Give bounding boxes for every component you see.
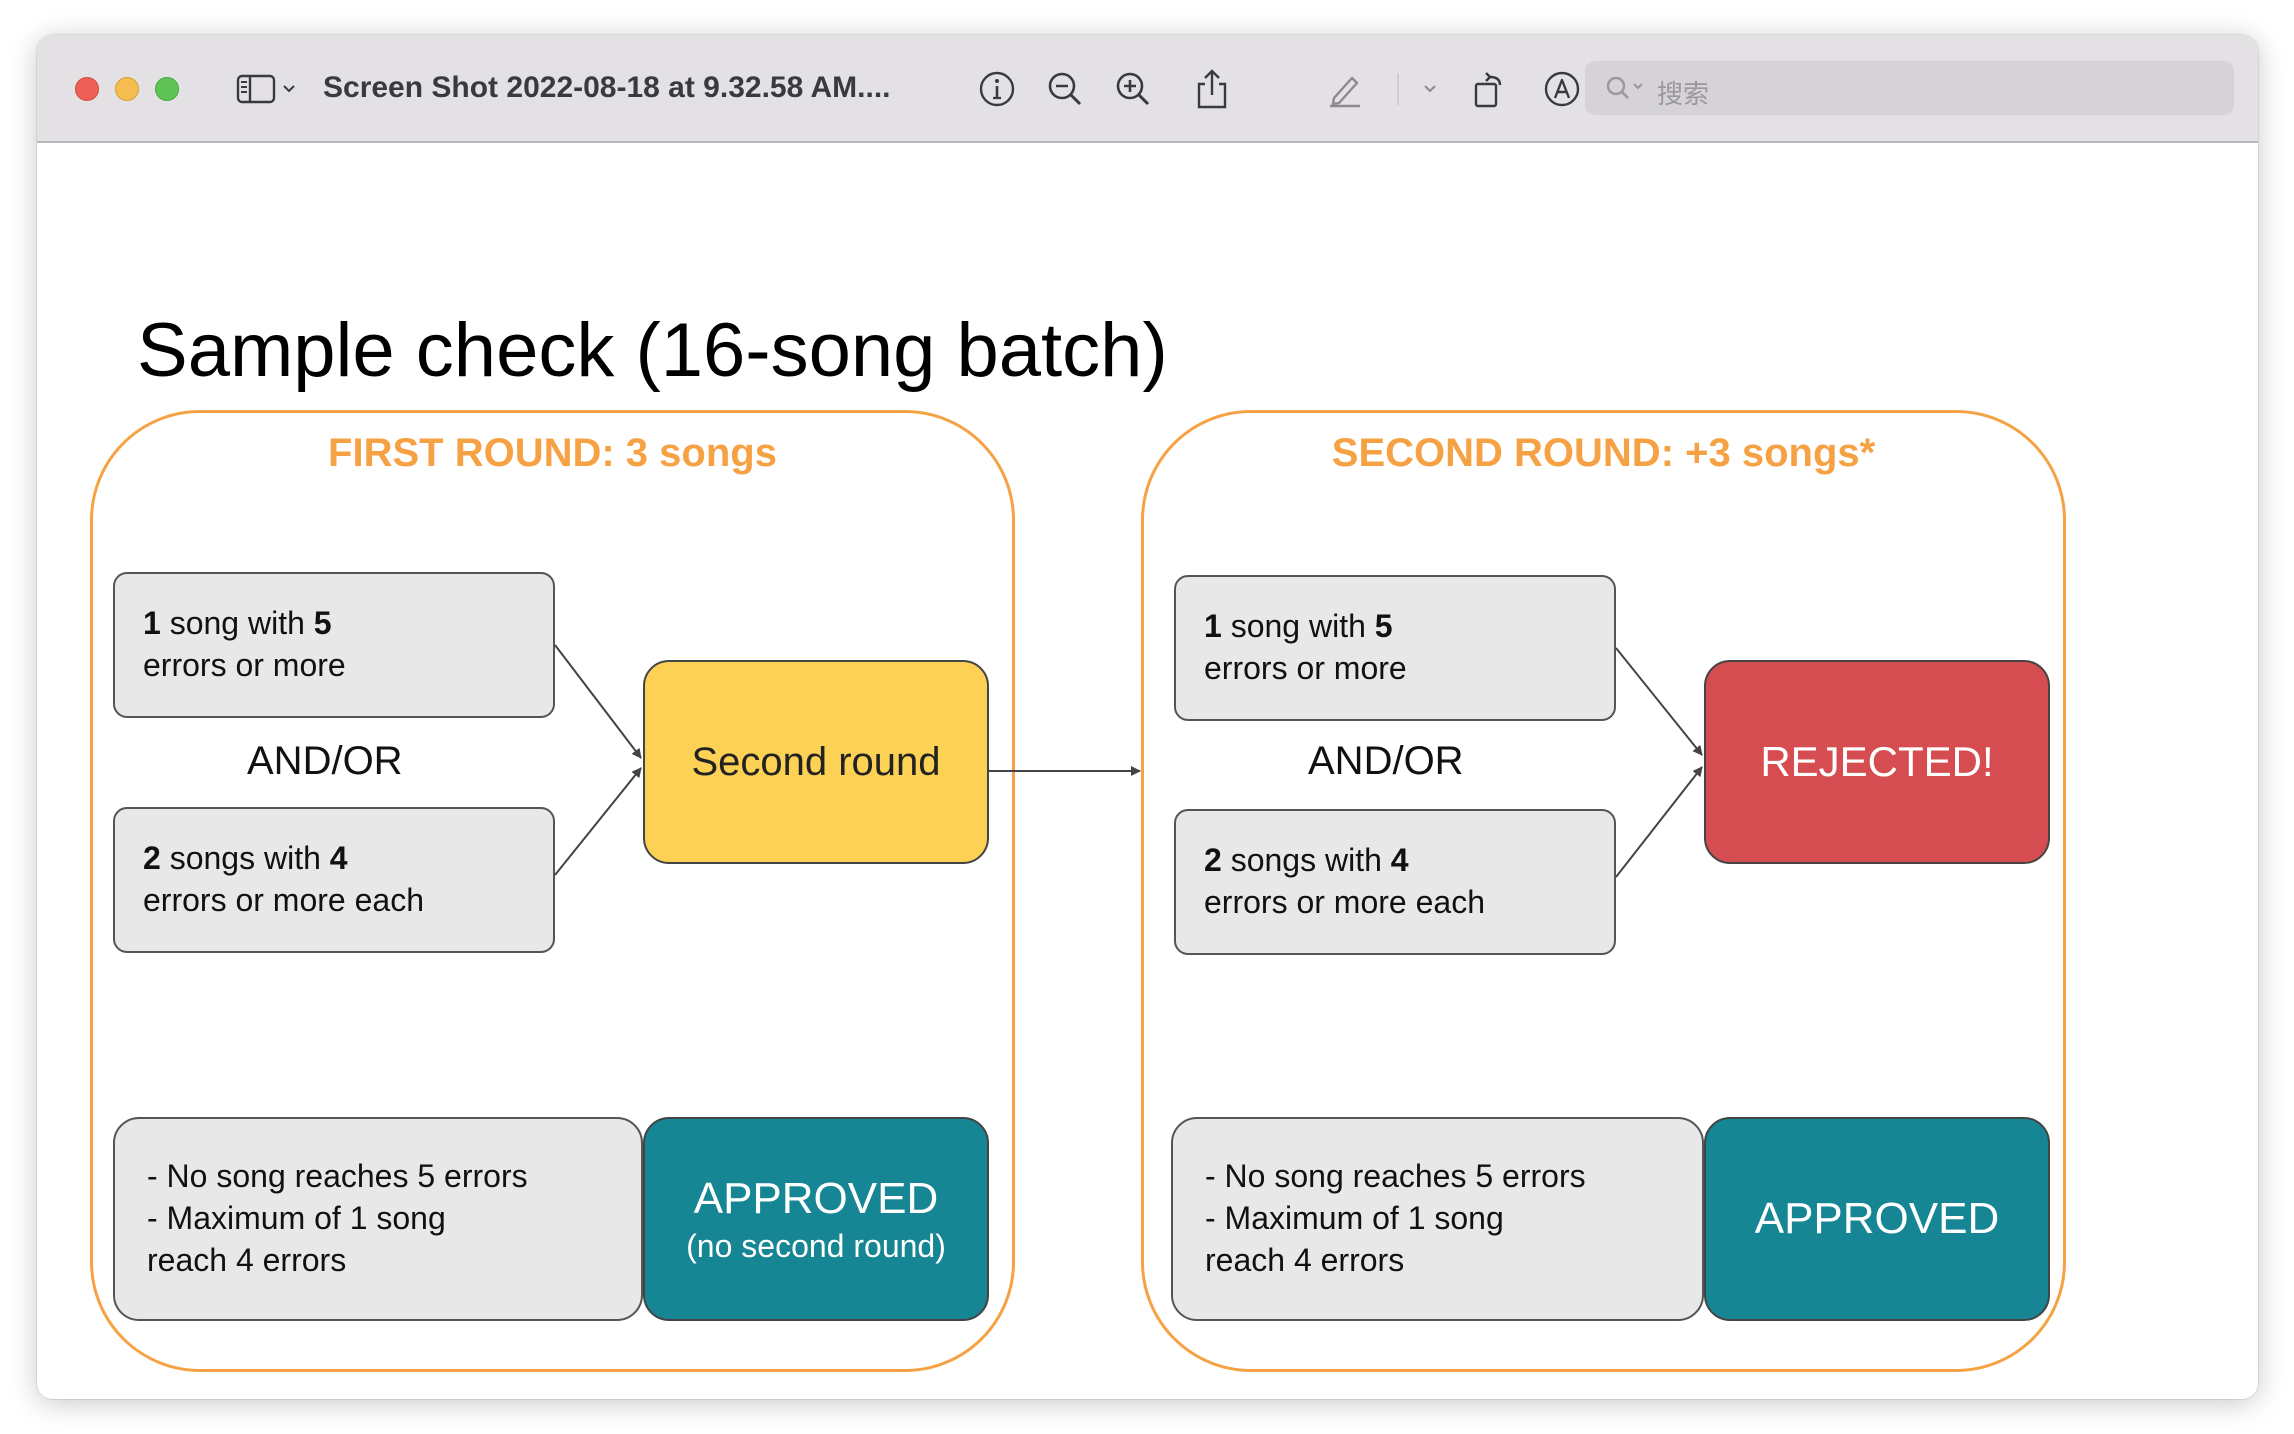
criteria-line: - No song reaches 5 errors [1205,1158,1586,1194]
approval-criteria-box: - No song reaches 5 errors - Maximum of … [113,1117,643,1321]
song-count: 2 [1204,842,1222,878]
criteria-line: - No song reaches 5 errors [147,1158,528,1194]
criteria-line: reach 4 errors [1205,1242,1405,1278]
error-count: 5 [1374,608,1393,644]
flow-arrows [554,644,1703,878]
toolbar-separator [1397,73,1399,105]
song-count: 1 [143,605,161,641]
preview-window: Screen Shot 2022-08-18 at 9.32.58 AM.... [37,35,2258,1399]
criteria-line: reach 4 errors [147,1242,347,1278]
title-bar: Screen Shot 2022-08-18 at 9.32.58 AM.... [37,35,2258,143]
document-canvas: Sample check (16-song batch) FIRST ROUND… [37,143,2258,1399]
share-icon [1197,69,1227,109]
condition-text: errors or more [1204,650,1407,686]
markup-icon [1544,71,1580,107]
highlight-button[interactable] [1320,65,1370,113]
song-count: 2 [143,840,161,876]
condition-text: songs with [160,840,330,876]
condition-text: song with [160,605,314,641]
error-count: 4 [329,840,348,876]
document-title[interactable]: Screen Shot 2022-08-18 at 9.32.58 AM.... [323,71,891,104]
zoom-in-icon [1116,72,1150,106]
second-round-title: SECOND ROUND: +3 songs* [1331,431,1876,475]
and-or-label: AND/OR [247,739,403,783]
rotate-button[interactable] [1464,65,1514,113]
approved-label: APPROVED [1754,1194,2000,1243]
outcome-label: Second round [691,739,941,784]
search-icon [1606,76,1643,99]
condition-text: errors or more [143,647,346,683]
search-placeholder: 搜索 [1657,79,1710,109]
highlight-pen-icon [1330,76,1360,108]
condition-one-song-five-errors: 1 song with 5 errors or more [113,572,555,718]
zoom-in-button[interactable] [1108,65,1158,113]
slide-title: Sample check (16-song batch) [137,308,1168,393]
condition-text: song with [1221,608,1375,644]
sidebar-icon [236,74,276,104]
condition-one-song-five-errors: 1 song with 5 errors or more [1174,575,1616,721]
zoom-out-icon [1048,72,1082,106]
error-count: 4 [1390,842,1409,878]
first-round-title: FIRST ROUND: 3 songs [328,431,777,475]
approved-note: (no second round) [686,1227,946,1264]
highlight-options-button[interactable] [1415,65,1445,113]
second-round-box: Second round [643,660,989,864]
condition-two-songs-four-errors: 2 songs with 4 errors or more each [1174,809,1616,955]
info-button[interactable] [972,65,1022,113]
condition-text: errors or more each [143,882,424,918]
second-round-panel [1141,410,2066,1372]
close-window-button[interactable] [75,77,99,101]
criteria-line: - Maximum of 1 song [147,1200,446,1236]
rotate-icon [1474,72,1502,108]
minimize-window-button[interactable] [115,77,139,101]
arrow-line [554,644,642,759]
arrow-line [1615,766,1703,878]
chevron-down-icon [283,85,295,93]
and-or-label: AND/OR [1308,739,1464,783]
info-icon [979,71,1015,107]
approved-label: APPROVED [693,1173,939,1223]
sidebar-toggle-button[interactable] [231,65,301,113]
song-count: 1 [1204,608,1222,644]
arrow-line [1615,647,1703,756]
approved-box: APPROVED (no second round) [643,1117,989,1321]
error-count: 5 [313,605,332,641]
first-round-panel [90,410,1015,1372]
markup-button[interactable] [1537,65,1587,113]
outcome-label: REJECTED! [1760,738,1994,785]
share-button[interactable] [1187,65,1237,113]
criteria-line: - Maximum of 1 song [1205,1200,1504,1236]
search-field[interactable]: 搜索 [1585,61,2234,115]
zoom-out-button[interactable] [1040,65,1090,113]
chevron-down-icon [1424,85,1436,93]
approved-box: APPROVED [1704,1117,2050,1321]
condition-two-songs-four-errors: 2 songs with 4 errors or more each [113,807,555,953]
zoom-window-button[interactable] [155,77,179,101]
condition-text: errors or more each [1204,884,1485,920]
rejected-box: REJECTED! [1704,660,2050,864]
condition-text: songs with [1221,842,1391,878]
arrow-line [554,767,642,876]
approval-criteria-box: - No song reaches 5 errors - Maximum of … [1171,1117,1704,1321]
